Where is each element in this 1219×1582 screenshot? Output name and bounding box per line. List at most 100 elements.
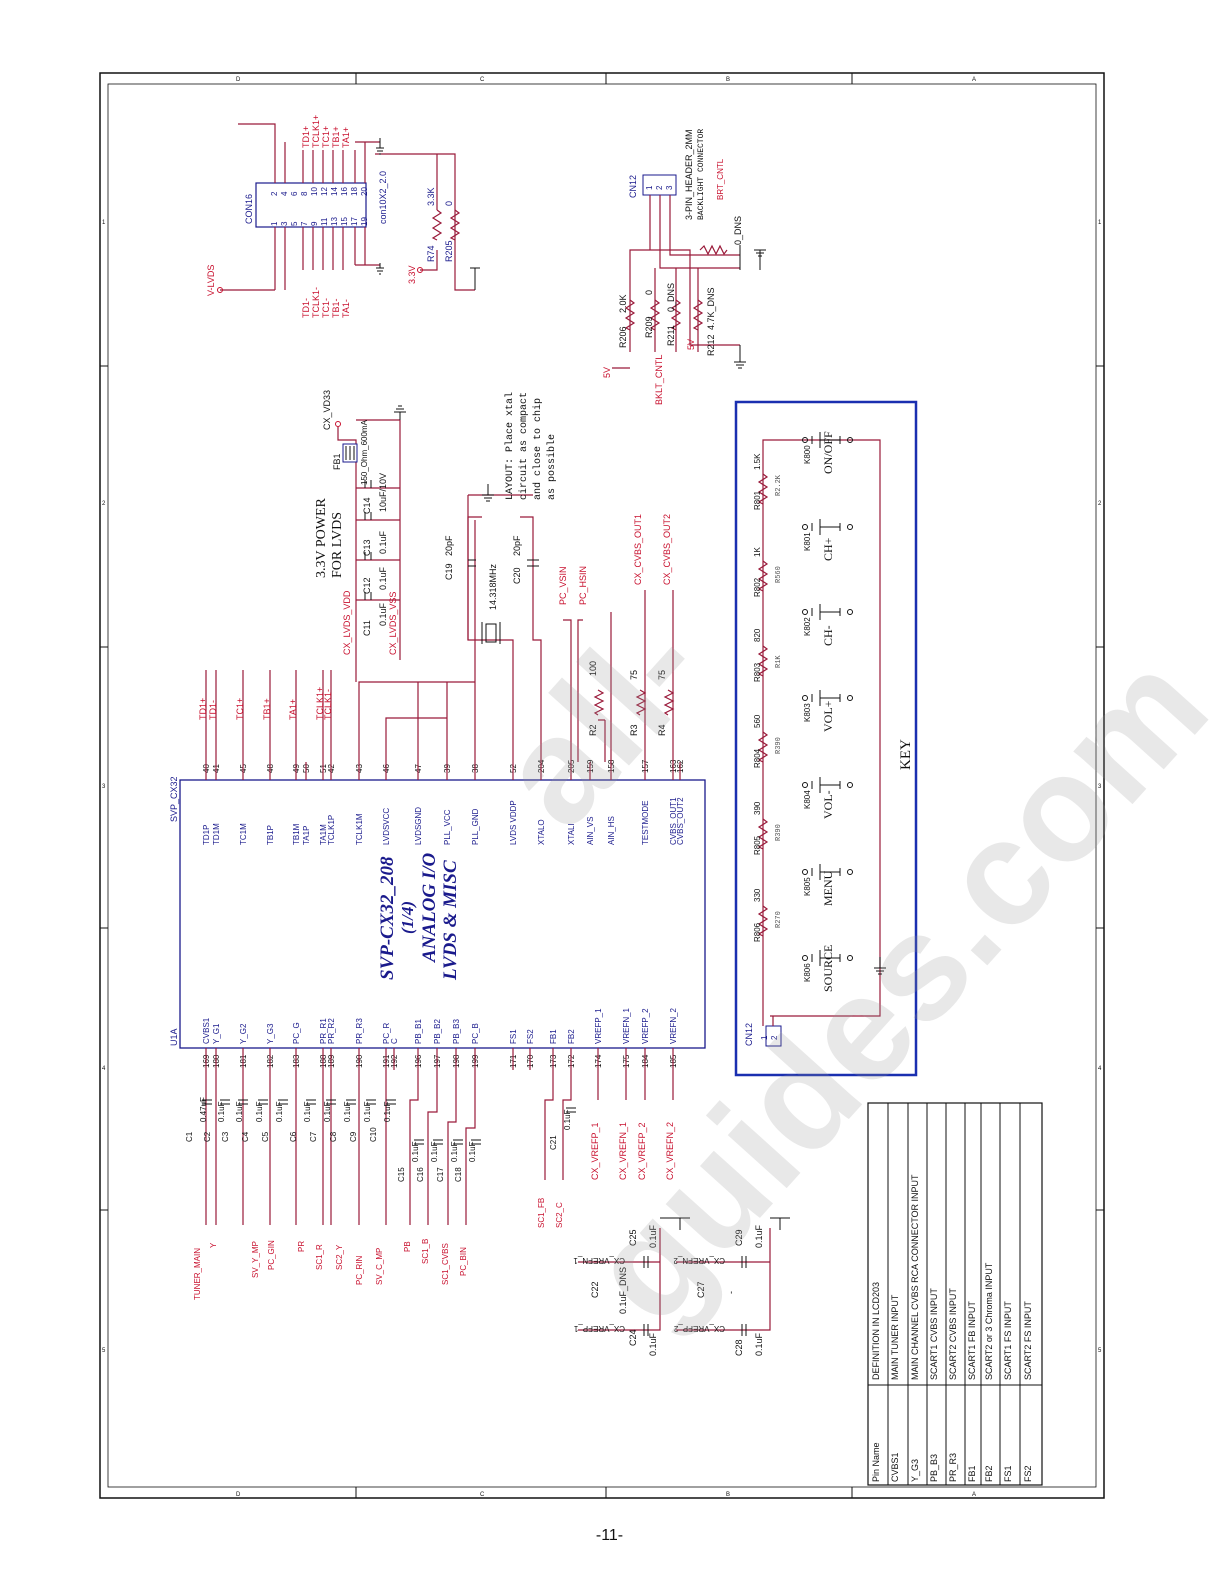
pc-hsin-label: PC_HSIN	[578, 566, 588, 605]
pin-number: 2	[770, 1035, 779, 1040]
pin-number: 10	[310, 187, 319, 196]
chip-pin-name: PB_B2	[433, 1019, 442, 1044]
chip-pin-name: C	[390, 1038, 399, 1044]
resistor-symbol	[757, 645, 769, 677]
resistor-alt: R1K	[775, 655, 783, 668]
crystal-layout-note: LAYOUT: Place xtal circuit as compact an…	[504, 392, 558, 500]
pin-number: 17	[350, 217, 359, 226]
switch-ref: K801	[803, 532, 812, 551]
chip-pin-name: TB1M	[292, 823, 301, 845]
r205-val: 0	[444, 201, 454, 206]
r212-ref: R212	[706, 334, 716, 356]
pin-number: 3	[665, 185, 674, 190]
pin-number: 2	[270, 191, 279, 196]
vref-net-labels: CX_VREFP_1 CX_VREFN_1 CX_VREFP_2 CX_VREF…	[590, 1122, 675, 1180]
v33-label: 3.3V	[407, 265, 417, 284]
cap-ref: C22	[590, 1281, 600, 1298]
r-dns-label: 0_DNS	[733, 216, 743, 245]
key-frame	[734, 400, 918, 1077]
table-cell: FB1	[967, 1465, 977, 1482]
cn12-desc: BACKLIGHT CONNECTOR	[697, 129, 706, 220]
switch-contact	[802, 955, 808, 961]
switch-ref: K803	[803, 703, 812, 722]
chip-title: SVP-CX32_208	[377, 856, 398, 980]
switch-contact	[847, 437, 853, 443]
chip-pin-name: PR_R3	[355, 1018, 364, 1044]
chip-subtitle: (1/4)	[398, 901, 417, 934]
cap-val: 0.1uF	[343, 1101, 352, 1122]
net-label: TCLK1-	[323, 689, 333, 720]
cap-ref: C27	[696, 1281, 706, 1298]
cap-val: 0.1uF	[754, 1332, 764, 1356]
vref-flipped-label: CX_VREFP_1	[573, 1324, 625, 1333]
c11-val: 0.1uF	[378, 602, 388, 626]
table-cell: CVBS1	[890, 1452, 900, 1482]
zone-letter: A	[972, 77, 976, 83]
switch-symbol	[811, 432, 841, 448]
pin-number: 11	[320, 217, 329, 226]
cap-ref: C17	[436, 1167, 445, 1182]
crystal-symbol	[485, 623, 497, 643]
vref-decoupling: CX_VREFN_1 CX_VREFP_1 CX_VREFN_2 CX_VREF…	[573, 1217, 790, 1356]
5v-label: 5V	[602, 367, 612, 378]
vd33-label: CX_VD33	[322, 390, 332, 430]
cap-symbol	[238, 1099, 248, 1105]
net-label: TA1+	[288, 699, 298, 720]
cap-ref: C8	[329, 1131, 338, 1142]
switch-contact	[802, 524, 808, 530]
cap-ref: C18	[454, 1167, 463, 1182]
net-label: PR	[297, 1241, 306, 1252]
cap-symbol	[258, 1099, 268, 1105]
r212-val: 4.7K_DNS	[706, 287, 716, 330]
cap-val: 0.1uF	[648, 1332, 658, 1356]
cap-ref: C24	[628, 1329, 638, 1346]
cap-val: 0.47uF	[199, 1097, 208, 1122]
net-label: PB	[403, 1241, 412, 1252]
c19-ref: C19	[444, 563, 454, 580]
chip-pin-name: TC1M	[239, 823, 248, 845]
chip-pin-name: VREFP_1	[594, 1008, 603, 1044]
pin-number: 9	[310, 221, 319, 226]
cap-symbol	[202, 1099, 212, 1105]
chip-pin-name: Y_G1	[212, 1023, 221, 1044]
switch-label: CH-	[821, 625, 835, 646]
zone-number: 5	[102, 1348, 106, 1354]
net-label: PC_RIN	[355, 1255, 364, 1285]
resistor-val: 1.5K	[753, 453, 762, 470]
chip-top-pins: TD1P40TD1M41TC1M45TB1P48TB1M49TA1P50TA1M…	[202, 759, 685, 845]
fb1-ref: FB1	[332, 453, 342, 470]
cap-ref: C4	[241, 1131, 250, 1142]
pin-number: 20	[360, 187, 369, 196]
net-label: CX_VREFN_1	[618, 1122, 628, 1180]
cap-ref: C7	[309, 1131, 318, 1142]
chip-pin-name: TCLK1P	[327, 815, 336, 845]
pin-number: 12	[320, 187, 329, 196]
cvbs-out2-label: CX_CVBS_OUT2	[662, 514, 672, 585]
cap-ref: C29	[734, 1229, 744, 1246]
table-cell: FB2	[984, 1465, 994, 1482]
chip-title-block: SVP-CX32_208 (1/4) ANALOG I/O LVDS & MIS…	[377, 852, 461, 981]
lvds-net-wires	[205, 516, 674, 762]
c20-ref: C20	[512, 567, 522, 584]
pin-number: 19	[360, 217, 369, 226]
net-label: SC1_R	[315, 1244, 324, 1270]
chip-pin-name: LVDSGND	[414, 807, 423, 845]
table-cell: SCART1 FS INPUT	[1003, 1301, 1013, 1380]
fb1-val: 150_Ohm_600mA	[360, 419, 369, 485]
r211-val: 0_DNS	[666, 283, 676, 312]
r74-val: 3.3K	[426, 187, 436, 206]
switch-label: SOURCE	[821, 945, 835, 992]
resistor-ref: R803	[753, 662, 762, 682]
chip-pin-name: VREFN_2	[669, 1007, 678, 1044]
pin-number: 6	[290, 191, 299, 196]
resistor-ref: R801	[753, 490, 762, 510]
net-label: TD1-	[301, 298, 311, 318]
cap-symbol	[433, 1139, 443, 1145]
chip-pin-name: XTALO	[537, 819, 546, 845]
cap-symbol	[386, 1099, 396, 1105]
switch-ref: K806	[803, 963, 812, 982]
con16-bottom-net-labels: TD1- TCLK1- TC1- TB1- TA1-	[301, 287, 351, 318]
chip-pin-name: FB2	[567, 1029, 576, 1044]
switch-contact	[847, 869, 853, 875]
resistor-symbol	[757, 473, 769, 505]
